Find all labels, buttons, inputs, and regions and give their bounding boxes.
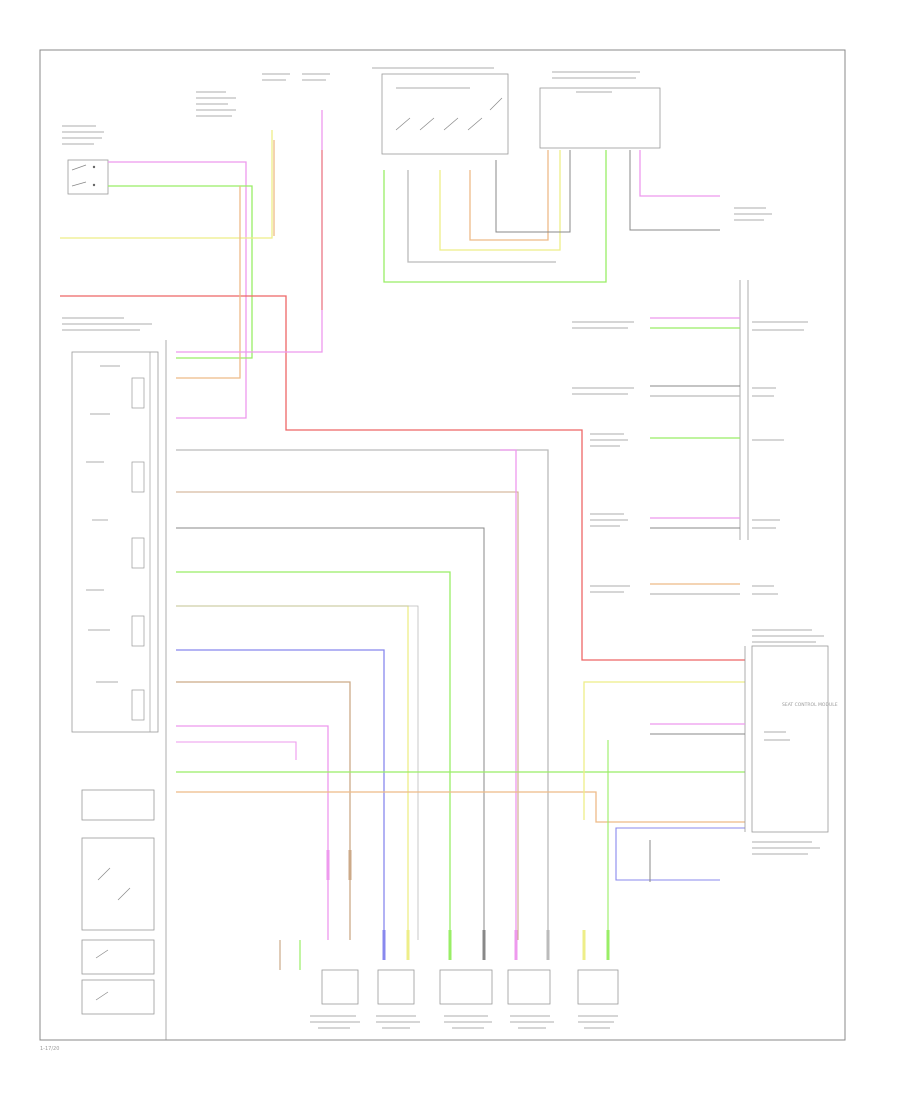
right-seat-module — [744, 629, 829, 855]
wire-gray-tc — [407, 170, 556, 263]
wire-yellow-5 — [176, 605, 409, 940]
wire-brown-7 — [176, 681, 351, 940]
wire-green-4 — [176, 571, 451, 940]
wire-green-top — [108, 185, 253, 359]
bottom-left-switch-stack — [81, 789, 155, 1015]
right-labels — [572, 321, 808, 595]
wire-yellow-tc — [439, 150, 561, 251]
wire-dark-tc — [495, 150, 571, 233]
motor-stubs — [326, 850, 610, 960]
top-right-module — [539, 71, 661, 149]
wire-pink-top — [108, 161, 247, 419]
wire-yellow-top — [60, 130, 273, 239]
top-left-switch — [67, 159, 109, 195]
wire-green-tc — [383, 150, 607, 283]
wire-blue-6 — [176, 649, 385, 940]
wire-gray-5b — [176, 605, 419, 940]
wire-tan-2 — [176, 491, 519, 940]
wire-orange-left — [176, 186, 241, 379]
wire-pink-9 — [176, 741, 297, 760]
right-side-wires — [650, 317, 740, 595]
top-center-switch-module — [372, 67, 509, 155]
wire-gray-1 — [176, 449, 549, 940]
label-block-top-left — [62, 73, 330, 145]
page-code: 1-17/20 — [40, 1046, 60, 1052]
wire-dark-3 — [176, 527, 485, 940]
wire-orange-tc — [469, 150, 549, 241]
wire-red-main — [60, 295, 745, 661]
wire-blue-right — [615, 827, 745, 881]
wire-dark-tr — [629, 150, 720, 231]
right-connector-column — [739, 280, 749, 540]
wire-pink-2 — [500, 449, 517, 940]
motor-row — [279, 940, 619, 1029]
wire-pink-8 — [176, 725, 329, 940]
seat-module-label: SEAT CONTROL MODULE — [782, 702, 838, 708]
left-seat-module — [62, 317, 159, 733]
label-block-top-right — [734, 207, 772, 221]
diagram-border — [39, 49, 846, 1041]
wire-yellow-right — [583, 681, 745, 820]
wire-pink-tr — [639, 150, 720, 197]
wire-orange-11 — [176, 791, 745, 823]
wire-pink-fuse — [176, 110, 323, 353]
